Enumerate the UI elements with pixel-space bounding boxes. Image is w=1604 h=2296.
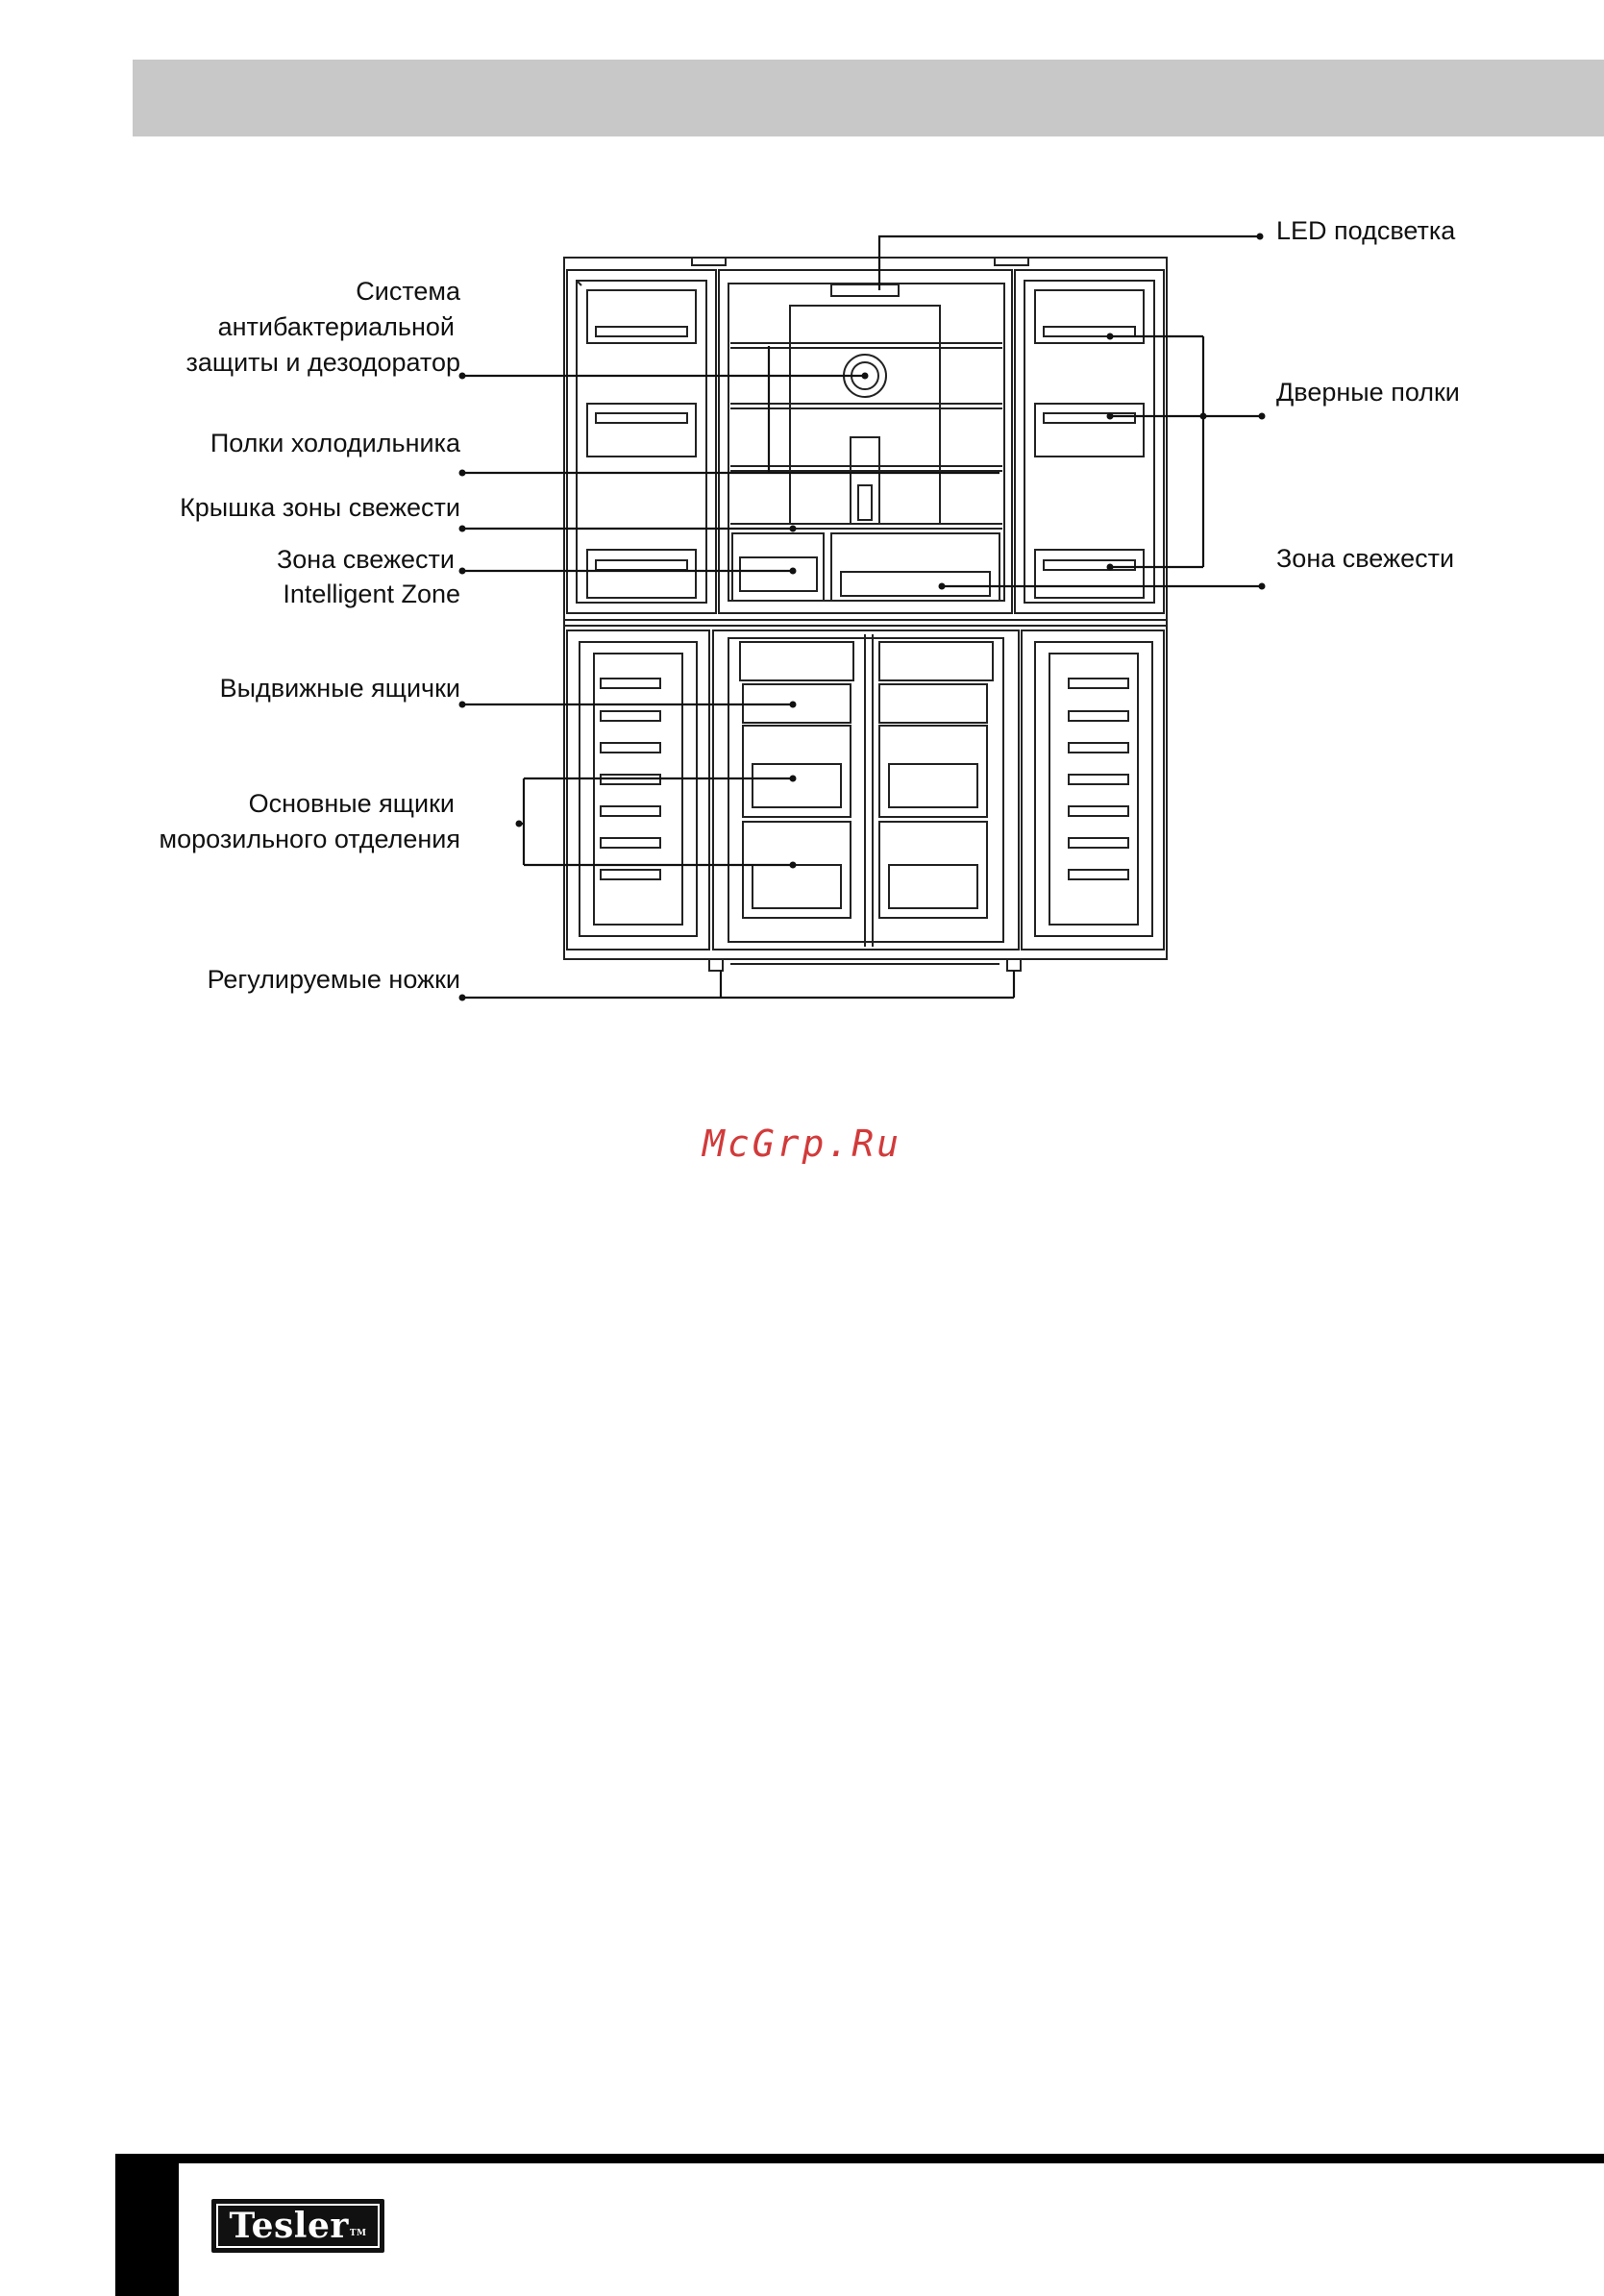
footer-rule [115,2154,1604,2163]
logo-text: Tesler [229,2206,348,2246]
label-system-line2: антибактериальной [218,309,455,345]
label-system-line1: Система [356,274,460,309]
label-fresh-zone-cover: Крышка зоны свежести [180,490,460,526]
label-system-line3: защиты и дезодоратор [185,345,460,381]
logo-tm: TM [350,2229,367,2238]
watermark: McGrp.Ru [0,1123,1604,1165]
fridge-body [564,258,1167,971]
label-fresh-zone-right: Зона свежести [1276,541,1454,577]
label-freezer-drawers-line1: Основные ящики [249,786,455,822]
label-feet: Регулируемые ножки [208,962,460,998]
freezer-door-shelves-right [1069,679,1128,879]
label-fridge-shelves: Полки холодильника [210,426,460,461]
label-freezer-drawers-line2: морозильного отделения [160,822,460,857]
label-fresh-zone-left-line1: Зона свежести [277,542,455,578]
label-fresh-zone-left-line2: Intelligent Zone [283,577,460,612]
leader-lines [462,236,1262,998]
footer-block [115,2154,179,2296]
label-door-shelves: Дверные полки [1276,375,1460,410]
refrigerator-diagram [0,0,1604,1057]
label-drawers: Выдвижные ящички [220,671,460,706]
label-led: LED подсветка [1276,213,1455,249]
